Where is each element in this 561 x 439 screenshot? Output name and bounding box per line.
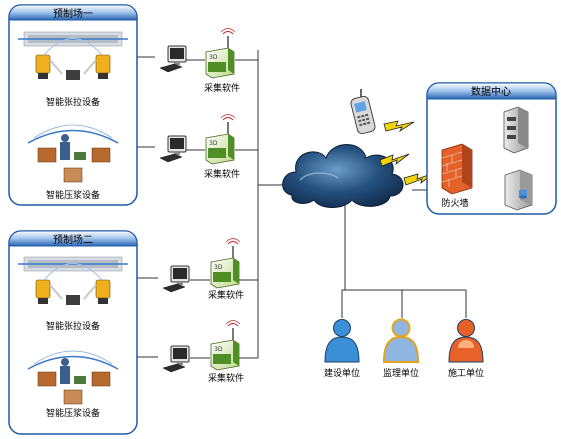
software-boxes: 3D 3D 3D 3D <box>205 28 241 371</box>
person-icon <box>324 319 360 363</box>
person-icon <box>382 318 420 363</box>
grout-equipment-image <box>27 124 119 183</box>
computer-icon <box>162 345 190 373</box>
software-label: 采集软件 <box>208 289 244 301</box>
grout-label: 智能压浆设备 <box>46 189 100 201</box>
grout-equipment-image <box>27 350 119 405</box>
unit-label: 施工单位 <box>448 367 484 379</box>
unit-label: 建设单位 <box>324 367 360 379</box>
server-rack-icon <box>503 106 529 154</box>
svg-text:3D: 3D <box>214 264 223 271</box>
datacenter-title: 数据中心 <box>471 85 511 98</box>
computer-icon <box>162 265 190 293</box>
tension-equipment-image <box>18 31 128 80</box>
grout-label: 智能压浆设备 <box>46 407 100 419</box>
software-label: 采集软件 <box>204 168 240 180</box>
computer-icons <box>159 45 190 373</box>
svg-text:3D: 3D <box>209 54 218 61</box>
user-units <box>324 318 484 363</box>
computer-icon <box>159 45 187 73</box>
tension-label: 智能张拉设备 <box>46 96 100 108</box>
svg-text:3D: 3D <box>214 346 223 353</box>
site-title: 预制场二 <box>53 233 93 246</box>
acquisition-software-icon: 3D <box>205 114 236 165</box>
person-icon <box>448 319 484 363</box>
unit-label: 监理单位 <box>383 367 419 379</box>
site-title: 预制场一 <box>53 7 93 20</box>
acquisition-software-icon: 3D <box>210 320 241 371</box>
tension-label: 智能张拉设备 <box>46 320 100 332</box>
acquisition-software-icon: 3D <box>210 238 241 289</box>
site-panel-1: 智能张拉设备 智能压浆设备 <box>8 4 138 206</box>
database-server-icon <box>504 169 533 211</box>
internet-cloud-icon <box>282 144 404 208</box>
software-label: 采集软件 <box>204 82 240 94</box>
tension-equipment-image <box>18 256 128 305</box>
svg-text:3D: 3D <box>209 140 218 147</box>
firewall-icon <box>441 143 473 195</box>
firewall-label: 防火墙 <box>441 197 468 209</box>
software-label: 采集软件 <box>208 372 244 384</box>
mobile-phone-icon <box>350 89 376 135</box>
site-panel-2: 智能张拉设备 智能压浆设备 <box>8 230 138 435</box>
acquisition-software-icon: 3D <box>205 28 236 79</box>
computer-icon <box>159 135 187 163</box>
